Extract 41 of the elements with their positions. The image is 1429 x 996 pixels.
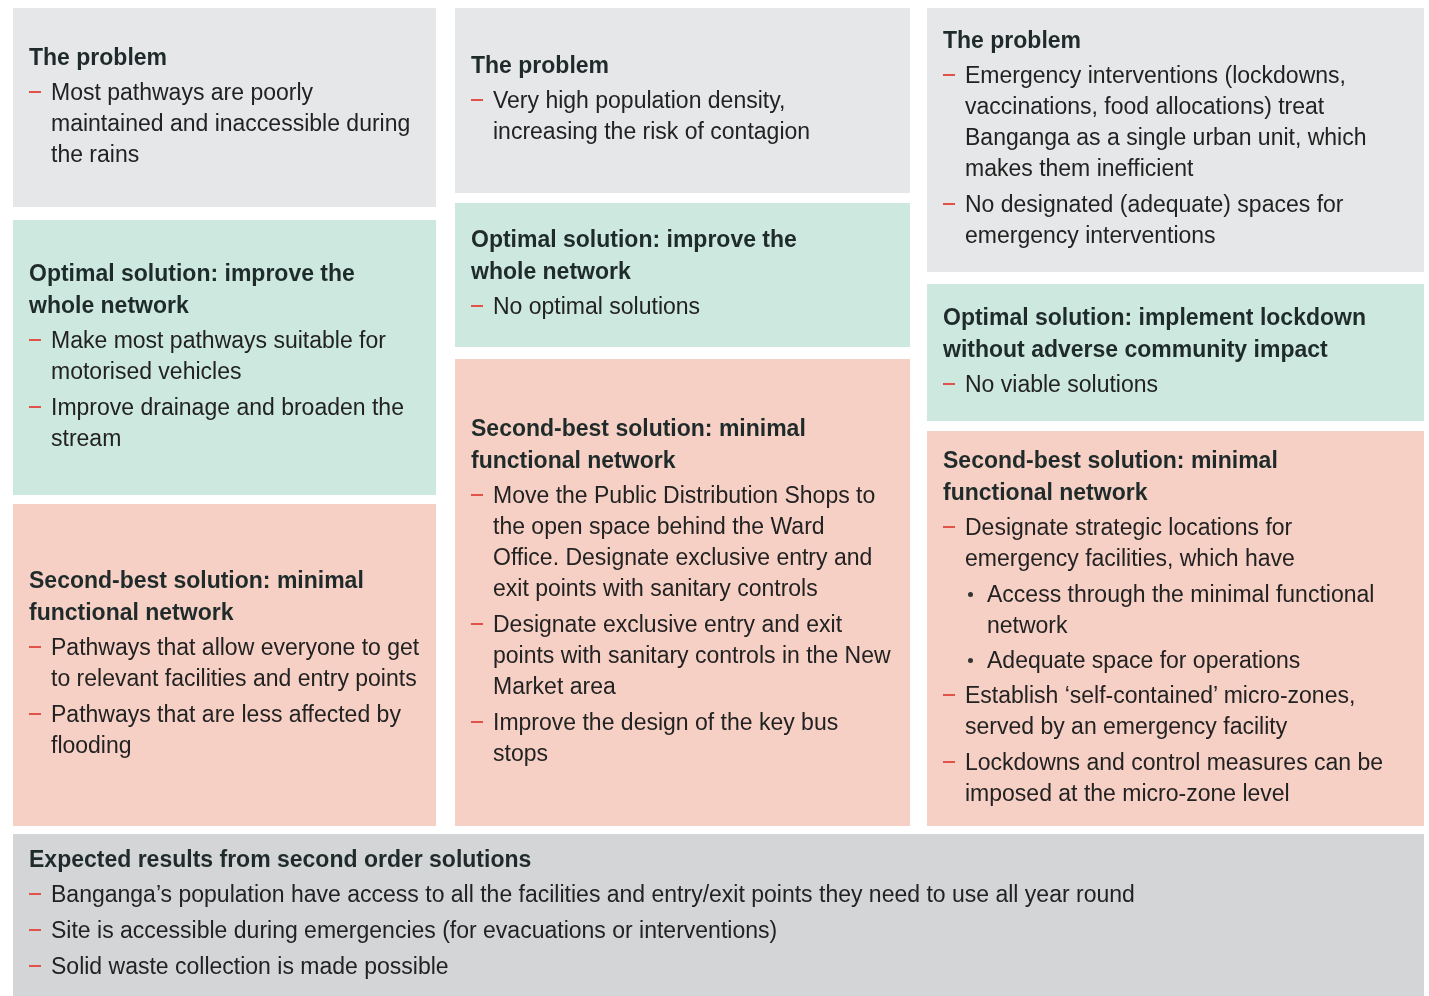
bullet-text: Emergency interventions (lockdowns, vaccinations, food allocations) treat Banganga as a single urban unit, which makes them inefficient [965,62,1367,181]
bullet-text: No optimal solutions [493,293,701,319]
bullet-text: Very high population density, increasing the risk of contagion [493,87,811,144]
sub-bullet-text: Adequate space for operations [987,646,1301,673]
problem-panel [13,8,436,207]
solution-panel [13,504,436,826]
bullet-text: Improve drainage and broaden the stream [51,393,404,451]
bullet-text: Pathways that allow everyone to get to relevant facilities and entry points [51,634,420,691]
solution-panel [927,284,1424,421]
panel-heading: Second-best solution: minimal functional network [29,566,365,627]
panel-heading: Expected results from second order solutions [29,845,533,874]
problem-panel [927,8,1424,272]
bullet-text: Designate exclusive entry and exit points with sanitary controls in the New Market area [493,610,891,699]
bullet-text: Establish ‘self-contained’ micro-zones, served by an emergency facility [965,681,1356,739]
panel-heading: Second-best solution: minimal functional network [943,445,1279,507]
bullet-text: Designate strategic locations for emergency facilities, which have [965,513,1295,571]
bullet-text: Move the Public Distribution Shops to the open space behind the Ward Office. Designate exclusive entry and exit points with sanitary controls [493,481,876,601]
problem-panel [455,8,910,193]
bullet-text: No viable solutions [965,370,1159,397]
solution-panel [455,359,910,826]
panel-heading: Optimal solution: improve the whole network [29,258,356,320]
solution-panel [455,203,910,347]
solution-panel [927,431,1424,826]
bullet-text: Most pathways are poorly maintained and inaccessible during the rains [51,78,411,167]
solution-panel [13,220,436,495]
bullet-text: Make most pathways suitable for motorised vehicles [51,326,386,384]
panel-heading: Optimal solution: implement lockdown without adverse community impact [943,302,1367,364]
panel-heading: The problem [29,42,168,72]
bullet-text: Site is accessible during emergencies (for evacuations or interventions) [51,917,778,943]
panel-heading: Second-best solution: minimal functional network [471,413,807,475]
bullet-text: Solid waste collection is made possible [51,953,449,979]
bullet-text: Improve the design of the key bus stops [493,708,839,766]
results-panel [13,834,1424,996]
bullet-text: Banganga’s population have access to all the facilities and entry/exit points they need to use all year round [51,881,1135,907]
sub-bullet-text: Access through the minimal functional network [987,580,1375,638]
panel-heading: The problem [943,26,1082,55]
panel-heading: Optimal solution: improve the whole network [471,225,798,286]
panel-heading: The problem [471,51,610,80]
bullet-text: Pathways that are less affected by flooding [51,701,401,758]
bullet-text: Lockdowns and control measures can be imposed at the micro-zone level [965,748,1384,806]
bullet-text: No designated (adequate) spaces for emergency interventions [965,191,1344,248]
